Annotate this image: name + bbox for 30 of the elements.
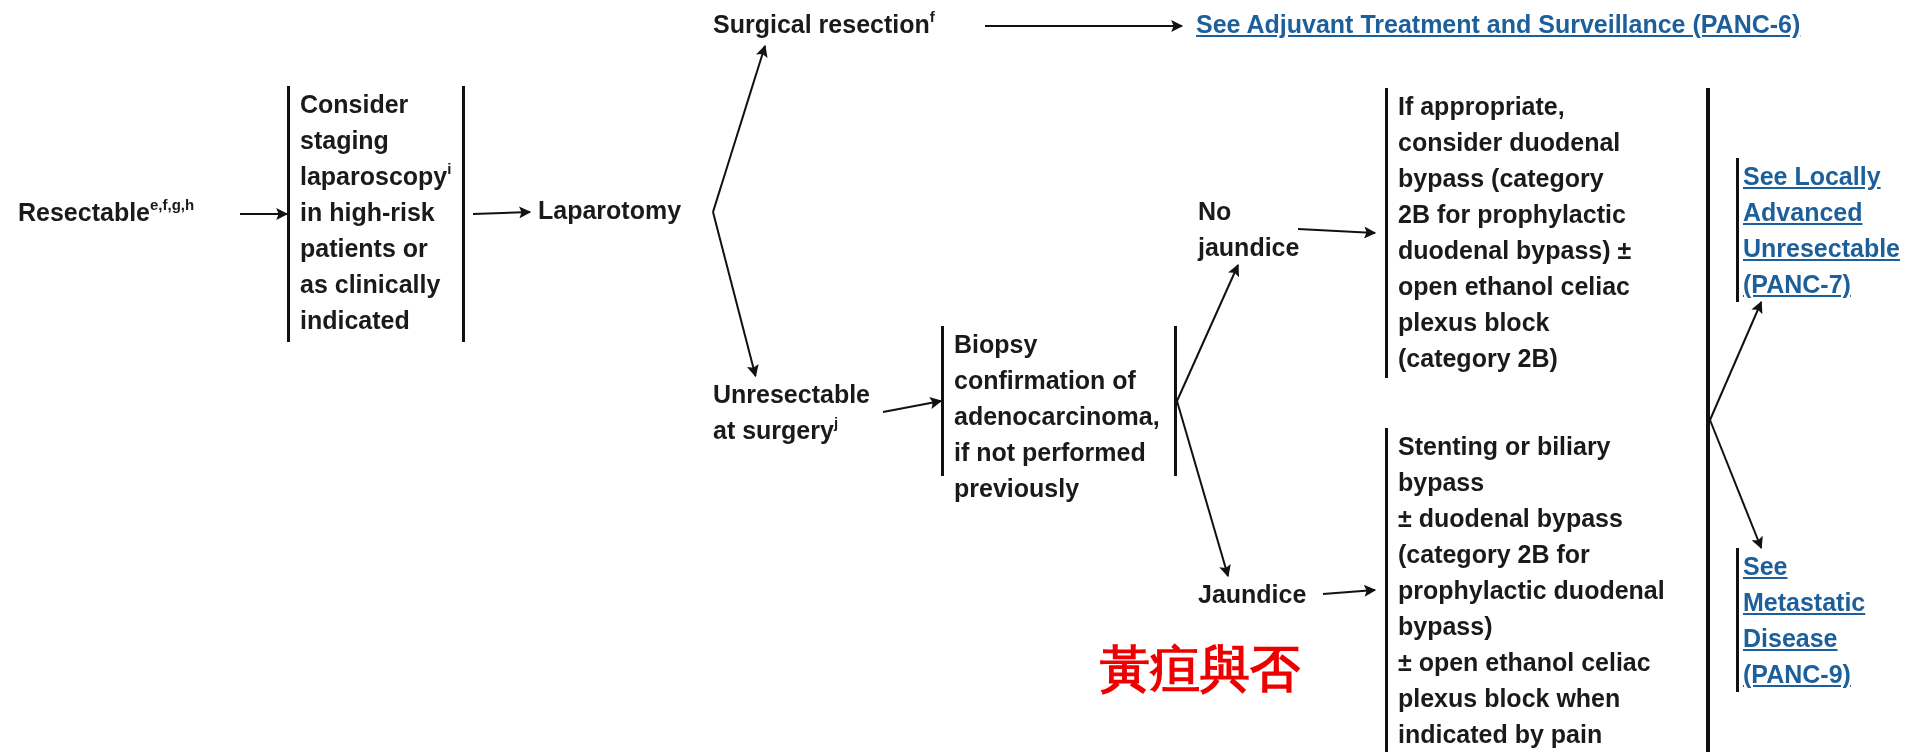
link-text: See Locally Advanced Unresectable (PANC-7)	[1743, 161, 1902, 300]
arrow	[882, 397, 943, 413]
step-text: Jaundice	[1198, 579, 1307, 610]
arrow	[472, 206, 532, 219]
step-text: If appropriate, consider duodenal bypass (category 2B for prophylactic duodenal bypass) ± open ethanol celiac plexus block (category 2B)	[1398, 91, 1633, 374]
step-text: Stenting or biliary bypass	[1398, 431, 1612, 498]
arrow	[1297, 226, 1377, 239]
arrow	[1709, 419, 1763, 550]
arrow	[239, 208, 289, 220]
step-text: Biopsy confirmation of adenocarcinoma, if not performed previously	[954, 329, 1161, 504]
step-text: ± duodenal bypass (category 2B for prophylactic duodenal bypass)	[1398, 503, 1666, 642]
arrow	[1322, 584, 1377, 597]
annotation-text: 黃疸與否	[1100, 638, 1300, 700]
step-text: Consider staging laparoscopy$^{i}$ in high-risk patients or as clinically indicated	[300, 89, 453, 336]
arrow	[1176, 263, 1240, 402]
link-text: See Adjuvant Treatment and Surveillance (PANC-6)	[1196, 9, 1801, 40]
arrow	[984, 20, 1184, 32]
link-text: See Metastatic Disease (PANC-9)	[1743, 551, 1867, 690]
step-text: Surgical resection$^{f}$	[713, 6, 935, 40]
step-text: Laparotomy	[538, 195, 682, 226]
step-text: ± open ethanol celiac plexus block when indicated by pain	[1398, 647, 1652, 750]
arrow	[712, 44, 768, 213]
step-text: No jaundice	[1198, 196, 1300, 263]
arrow	[1176, 400, 1231, 578]
step-text: Resectable$^{e,f,g,h}$	[18, 194, 195, 228]
arrow	[712, 211, 759, 378]
step-text: Unresectable at surgery$^{j}$	[713, 379, 872, 446]
bracket-bar	[1706, 88, 1710, 752]
bracket-box	[287, 86, 465, 342]
arrow	[1709, 300, 1763, 421]
